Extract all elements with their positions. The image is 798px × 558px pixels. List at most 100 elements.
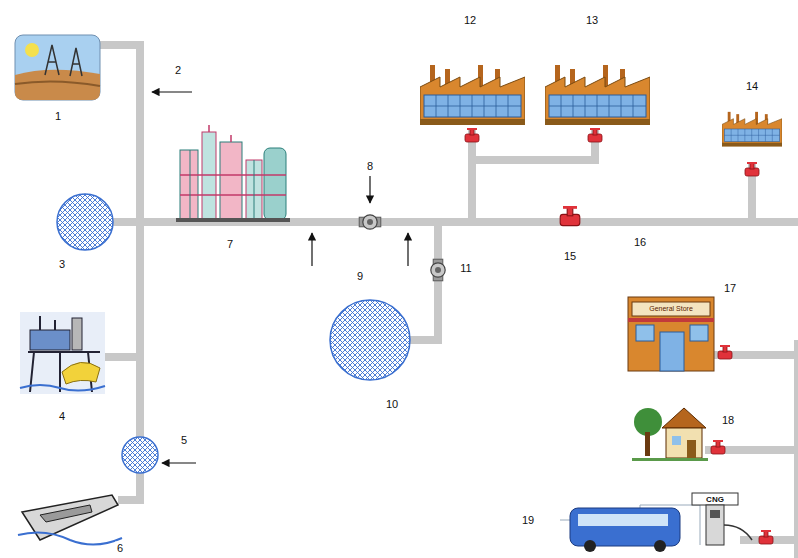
storage-tank — [330, 300, 410, 380]
general-store-icon — [636, 325, 654, 341]
house-icon — [632, 458, 708, 461]
cng-bus-station-icon — [578, 514, 668, 526]
callout-number: 8 — [365, 160, 375, 173]
processing-plant-icon — [264, 148, 286, 220]
offshore-platform-icon — [20, 385, 105, 391]
offshore-platform-icon — [20, 312, 105, 394]
callout-number: 12 — [462, 14, 478, 27]
callout-number: 3 — [57, 258, 67, 271]
cng-bus-station-icon — [706, 505, 724, 545]
house-icon — [662, 408, 706, 428]
ship-icon — [18, 495, 122, 545]
house-icon — [645, 432, 650, 456]
pointer-arrow — [369, 176, 370, 203]
processing-plant-icon — [176, 125, 290, 222]
valve — [718, 345, 732, 359]
cng-bus-station-icon — [560, 493, 752, 552]
valve — [745, 162, 759, 176]
cng-bus-station-icon — [692, 493, 738, 505]
offshore-platform-icon — [40, 316, 55, 330]
valve — [465, 128, 479, 142]
processing-plant-icon — [202, 132, 216, 220]
callout-number: 16 — [632, 236, 648, 249]
callout-number: 14 — [744, 80, 760, 93]
callout-number: 18 — [720, 414, 736, 427]
store-sign-text: General Store — [649, 305, 693, 313]
callout-number: 7 — [225, 238, 235, 251]
callout-number: 9 — [355, 270, 365, 283]
gas-field-icon — [15, 35, 100, 100]
cng-bus-station-icon — [724, 525, 752, 540]
pipe — [100, 45, 798, 558]
gas-field-icon — [15, 70, 100, 100]
general-store-icon — [628, 297, 714, 371]
offshore-platform-icon — [30, 330, 70, 350]
callout-number: 4 — [57, 410, 67, 423]
processing-plant-icon — [180, 150, 198, 220]
pipe — [794, 340, 798, 558]
house-icon — [634, 408, 662, 436]
ship-icon — [18, 532, 122, 544]
callout-number: 6 — [115, 542, 125, 555]
gas-field-icon — [15, 81, 100, 86]
gas-field-icon — [45, 45, 82, 76]
storage-tank — [57, 194, 113, 250]
cng-bus-station-icon — [584, 540, 596, 552]
cng-bus-station-icon — [654, 540, 666, 552]
pointer-arrow — [407, 233, 408, 266]
valve — [711, 440, 725, 454]
callout-number: 5 — [179, 434, 189, 447]
pipe — [118, 473, 140, 500]
callout-number: 17 — [722, 282, 738, 295]
valve — [431, 259, 445, 281]
general-store-icon — [628, 297, 714, 371]
callout-number: 19 — [520, 514, 536, 527]
processing-plant-icon — [220, 142, 242, 220]
callout-number: 2 — [173, 64, 183, 77]
valve — [359, 215, 381, 229]
valve — [759, 530, 773, 544]
valve — [359, 128, 773, 544]
ship-icon — [40, 505, 92, 522]
general-store-icon — [632, 302, 710, 316]
factory-icon — [420, 65, 782, 146]
factory-icon — [722, 112, 782, 146]
offshore-platform-icon — [62, 362, 100, 384]
pointer-arrow — [152, 91, 192, 92]
cng-bus-station-icon — [560, 505, 700, 545]
storage-tank — [122, 437, 158, 473]
house-icon — [672, 436, 681, 445]
house-icon — [687, 440, 696, 458]
processing-plant-icon — [176, 218, 290, 222]
valve — [560, 206, 580, 226]
general-store-icon — [628, 318, 714, 322]
cng-bus-station-icon — [570, 508, 680, 546]
pipe — [105, 353, 140, 361]
callout-number: 1 — [53, 110, 63, 123]
house-icon — [632, 408, 708, 461]
gas-field-icon — [15, 35, 100, 100]
offshore-platform-icon — [20, 312, 105, 394]
factory-icon — [545, 65, 650, 125]
pipe — [100, 45, 140, 455]
callout-number: 15 — [562, 250, 578, 263]
pointer-arrow — [152, 92, 408, 463]
callout-number: 11 — [458, 262, 473, 275]
cng-bus-station-icon — [710, 510, 720, 518]
general-store-icon — [690, 325, 708, 341]
house-icon — [666, 428, 702, 458]
processing-plant-icon — [180, 125, 286, 195]
processing-plant-icon — [190, 150, 254, 220]
storage-tank — [57, 194, 410, 473]
pipe — [113, 218, 798, 226]
callout-number: 13 — [584, 14, 600, 27]
pointer-arrow — [311, 233, 312, 266]
factory-icon — [420, 65, 525, 125]
general-store-icon — [660, 332, 684, 371]
cng-sign-text: CNG — [706, 495, 724, 504]
valve — [588, 128, 602, 142]
callout-number: 10 — [384, 398, 400, 411]
offshore-platform-icon — [72, 318, 82, 350]
